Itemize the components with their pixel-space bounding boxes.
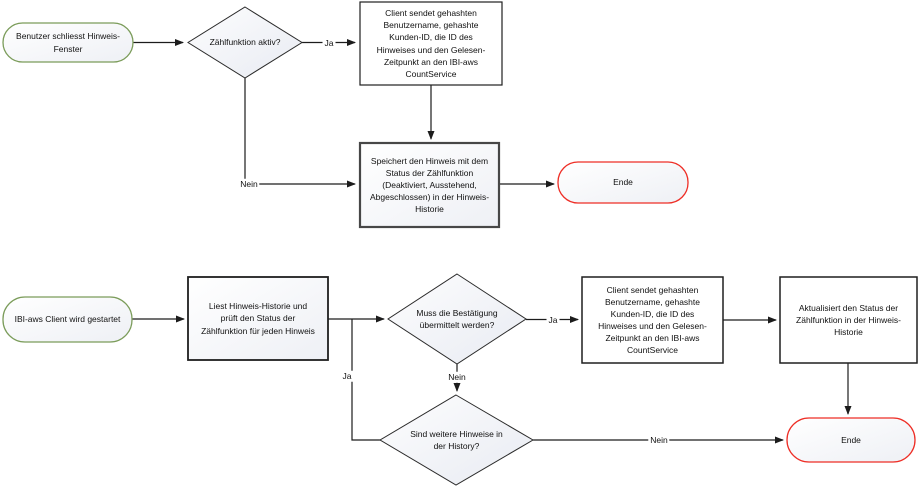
- end-node-top: [557, 161, 689, 204]
- edge-label-yes-top: Ja: [322, 37, 336, 49]
- process-store-history: [358, 141, 501, 229]
- edge-label-no-top: Nein: [238, 178, 260, 190]
- process-update-status: [779, 276, 918, 364]
- start-node-client-started: [2, 296, 133, 343]
- decision-confirm-needed: [387, 273, 527, 365]
- process-send-top: [359, 1, 503, 86]
- edge-label-yes-confirm: Ja: [546, 314, 560, 326]
- edge-label-no-more: Nein: [648, 434, 670, 446]
- end-node-bottom: [786, 417, 916, 463]
- connector-loop-yes-back: [351, 319, 380, 441]
- process-send-bottom: [581, 276, 724, 364]
- edge-label-yes-loop: Ja: [340, 370, 354, 382]
- decision-count-active: [187, 6, 303, 79]
- start-node-close-window: [2, 22, 134, 63]
- connector-decision-no-top: [244, 78, 356, 188]
- process-read-history: [187, 276, 329, 361]
- edge-label-no-confirm: Nein: [446, 371, 468, 383]
- decision-more-hints: [379, 394, 534, 486]
